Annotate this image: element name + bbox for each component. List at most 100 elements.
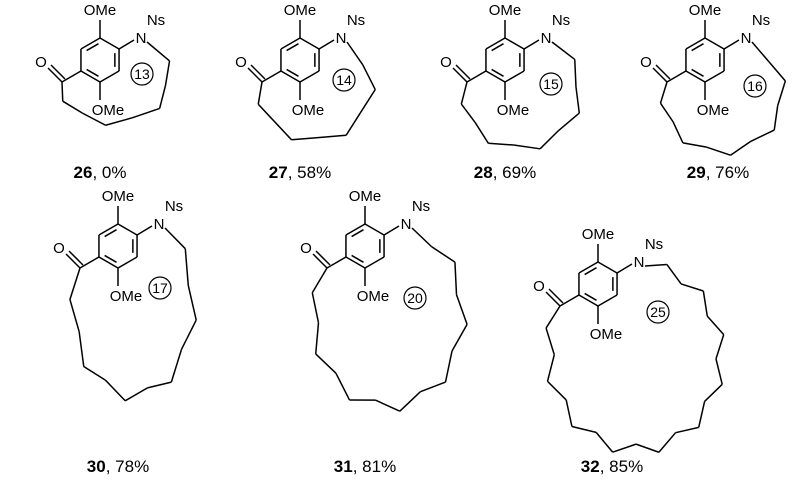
nitrogen-label: N <box>541 30 552 47</box>
aryl-nitrogen-bond <box>136 225 153 236</box>
ring-size-circle <box>130 62 154 86</box>
carbonyl-double-bond <box>68 250 84 266</box>
chain-bond <box>335 372 351 401</box>
aryl-carbonyl-bond <box>61 70 82 83</box>
oxygen-label: O <box>235 54 247 71</box>
carbonyl-double-bond <box>247 67 263 83</box>
chain-bond <box>706 146 731 156</box>
nosyl-label: Ns <box>645 236 663 253</box>
chain-bond <box>273 120 293 141</box>
chain-bond <box>311 267 328 294</box>
chain-bond <box>158 85 167 109</box>
ring-size-label: 14 <box>336 72 352 88</box>
compound-caption: 31, 81% <box>334 457 396 476</box>
nitrogen-label: N <box>154 216 165 233</box>
chain-bond <box>704 383 723 403</box>
chain-bond <box>680 283 704 292</box>
nosyl-label: Ns <box>412 198 430 215</box>
chain-bond <box>644 263 667 267</box>
chain-bond <box>635 443 660 453</box>
chain-bond <box>545 305 561 329</box>
aryl-nitrogen-bond <box>383 225 400 236</box>
ring-size-circle <box>646 300 670 324</box>
benzene-bond <box>98 223 119 236</box>
benzene-bond <box>280 37 301 50</box>
chain-bond <box>164 60 171 86</box>
ring-size-circle <box>332 68 356 92</box>
aromatic-double-bond <box>351 229 364 238</box>
chain-bond <box>659 81 668 104</box>
chain-bond <box>776 80 787 106</box>
chain-bond <box>659 102 674 123</box>
aryl-nitrogen-bond <box>616 263 633 274</box>
compound-number: 32 <box>581 457 600 476</box>
chain-bond <box>706 315 725 336</box>
chain-bond <box>362 64 376 90</box>
aromatic-double-bond <box>86 68 99 77</box>
methoxy-label: OMe <box>102 188 135 205</box>
benzene-bond <box>99 37 120 50</box>
chain-bond <box>715 334 725 360</box>
chain-bond <box>454 262 458 295</box>
chain-bond <box>82 112 106 126</box>
nosyl-label: Ns <box>347 12 365 29</box>
chain-bond <box>61 81 64 102</box>
chain-bond <box>314 322 320 355</box>
chain-bond <box>565 399 573 427</box>
chain-bond <box>105 379 126 402</box>
chain-bond <box>546 354 556 382</box>
carbonyl-double-bond <box>50 64 66 80</box>
benzene-bond <box>685 37 706 50</box>
benzene-bond <box>704 70 725 83</box>
aromatic-double-bond <box>86 43 99 52</box>
methoxy-label: OMe <box>697 102 730 119</box>
chain-bond <box>672 121 684 144</box>
chain-bond <box>311 292 320 323</box>
aromatic-double-bond <box>104 229 117 238</box>
compound-caption: 28, 69% <box>474 163 536 182</box>
chain-bond <box>399 391 421 412</box>
chain-bond <box>682 142 707 148</box>
oxygen-label: O <box>300 240 312 257</box>
compound-number: 29 <box>687 163 706 182</box>
chain-bond <box>346 41 364 66</box>
chain-bond <box>571 425 597 434</box>
benzene-bond <box>685 70 706 83</box>
chain-bond <box>411 227 433 248</box>
chain-bond <box>715 358 723 385</box>
carbonyl-double-bond <box>250 64 266 80</box>
chain-bond <box>474 122 489 144</box>
ring-size-circle <box>403 286 427 310</box>
oxygen-label: O <box>53 240 65 257</box>
chain-bond <box>575 86 581 114</box>
compound-number: 31 <box>334 457 353 476</box>
aromatic-double-bond <box>351 254 364 263</box>
chain-bond <box>291 136 319 141</box>
chain-bond <box>257 81 263 105</box>
nosyl-label: Ns <box>552 12 570 29</box>
carbonyl-double-bond <box>455 64 471 80</box>
compound-yield: , 81% <box>353 457 396 476</box>
chain-bond <box>773 105 779 131</box>
chain-bond <box>187 285 197 321</box>
benzene-bond <box>504 70 525 83</box>
chain-bond <box>431 245 456 263</box>
chain-bond <box>78 331 85 367</box>
benzene-bond <box>98 256 119 269</box>
chain-bond <box>315 353 337 374</box>
aromatic-double-bond <box>286 68 299 77</box>
aromatic-double-bond <box>691 68 704 77</box>
ring-size-label: 17 <box>152 280 168 296</box>
oxygen-label: O <box>35 54 47 71</box>
compound-yield: , 0% <box>92 163 126 182</box>
aryl-nitrogen-bond <box>118 39 135 50</box>
nosyl-label: Ns <box>752 12 770 29</box>
chain-bond <box>666 264 682 285</box>
chain-bond <box>62 100 84 114</box>
compound-yield: , 85% <box>600 457 643 476</box>
chain-bond <box>180 319 197 350</box>
